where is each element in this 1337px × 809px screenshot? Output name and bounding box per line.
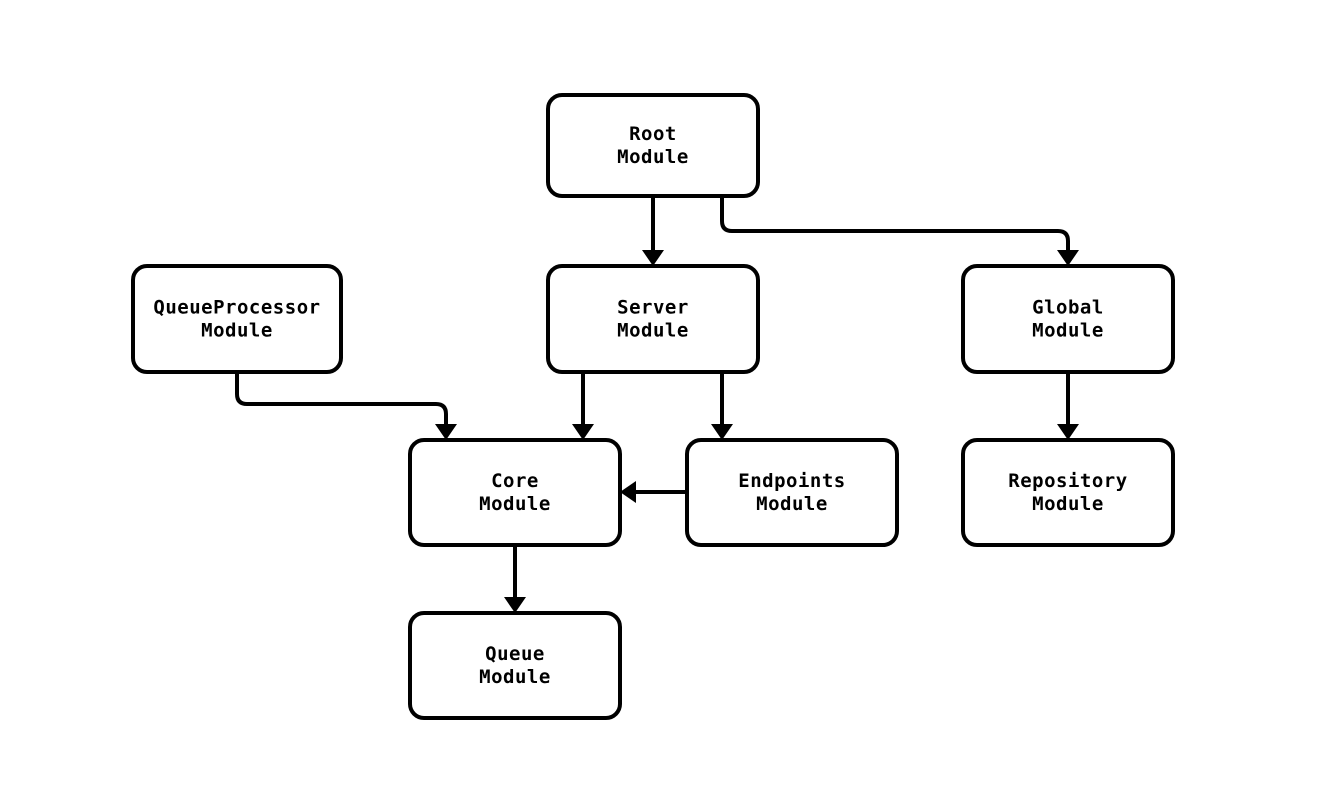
node-box[interactable] <box>408 611 622 720</box>
node-label-line2: Module <box>479 666 551 688</box>
node-label-line1: Global <box>1032 297 1104 319</box>
node-label-line1: Repository <box>1008 470 1127 492</box>
arrow-head-icon <box>1057 250 1079 266</box>
node-label-line1: QueueProcessor <box>153 297 320 319</box>
arrow-head-icon <box>711 424 733 440</box>
node-box[interactable] <box>408 438 622 547</box>
edge-endpoints-to-core <box>620 481 687 503</box>
node-label-line2: Module <box>617 320 689 342</box>
node-box[interactable] <box>961 438 1175 547</box>
arrow-head-icon <box>642 250 664 266</box>
node-box[interactable] <box>961 264 1175 374</box>
node-label-line2: Module <box>756 493 828 515</box>
arrow-head-icon <box>504 597 526 613</box>
node-label-line1: Server <box>617 297 689 319</box>
edge-queueprocessor-to-core <box>235 372 457 440</box>
node-label-line2: Module <box>201 320 273 342</box>
node-label-line2: Module <box>1032 493 1104 515</box>
arrow-head-icon <box>1057 424 1079 440</box>
arrow-head-icon <box>572 424 594 440</box>
edge-core-to-queue <box>504 545 526 613</box>
node-label-line1: Core <box>491 470 539 492</box>
node-label-line1: Queue <box>485 643 545 665</box>
edge-global-to-repository <box>1057 372 1079 440</box>
node-box[interactable] <box>685 438 899 547</box>
node-box[interactable] <box>546 264 760 374</box>
node-box[interactable] <box>546 93 760 198</box>
node-label-line2: Module <box>479 493 551 515</box>
edge-line <box>720 196 1070 250</box>
node-label-line1: Endpoints <box>738 470 845 492</box>
node-label-line2: Module <box>1032 320 1104 342</box>
arrow-head-icon <box>620 481 636 503</box>
edge-root-to-global <box>720 196 1079 266</box>
node-box[interactable] <box>131 264 343 374</box>
node-label-line2: Module <box>617 146 689 168</box>
edges-layer <box>235 196 1079 613</box>
edge-line <box>235 372 448 424</box>
nodes-layer: RootModuleQueueProcessorModuleServerModu… <box>131 93 1175 720</box>
edge-server-to-core <box>572 372 594 440</box>
arrow-head-icon <box>435 424 457 440</box>
node-label-line1: Root <box>629 123 677 145</box>
edge-server-to-endpoints <box>711 372 733 440</box>
edge-root-to-server <box>642 196 664 266</box>
